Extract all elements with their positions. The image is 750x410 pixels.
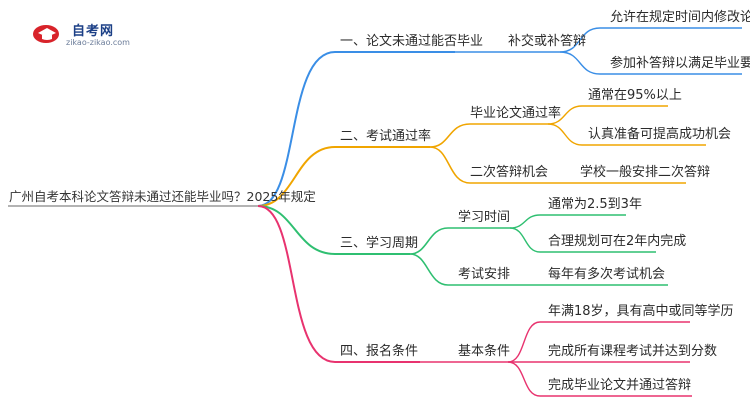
- branch-1-leaf-2: 参加补答辩以满足毕业要求: [610, 56, 750, 71]
- leaf-4-1-curve: [507, 321, 690, 363]
- branch-4-leaf-2: 完成所有课程考试并达到分数: [548, 344, 718, 359]
- branch-3-curve: [257, 205, 410, 255]
- branch-4-label: 四、报名条件: [340, 344, 419, 359]
- sub-3-2-curve: [409, 253, 510, 286]
- branch-3-label: 三、学习周期: [340, 236, 419, 251]
- branch-2-label: 二、考试通过率: [340, 129, 432, 144]
- graduation-cap-icon: [33, 25, 59, 43]
- branch-1-leaf-1: 允许在规定时间内修改论文: [610, 10, 750, 25]
- leaf-4-3-curve: [507, 361, 692, 397]
- branch-4-sub-1: 基本条件: [458, 344, 511, 359]
- leaf-1-1-curve: [559, 27, 742, 53]
- branch-4-curve: [257, 205, 420, 363]
- leaf-2-2-curve: [547, 123, 706, 146]
- branch-2-curve: [257, 146, 430, 207]
- leaf-2-1-curve: [547, 105, 668, 125]
- branch-2-sub-1: 毕业论文通过率: [470, 106, 562, 121]
- branch-1-curve: [257, 51, 455, 207]
- branch-2-leaf-3: 学校一般安排二次答辩: [580, 165, 711, 180]
- branch-4-leaf-1: 年满18岁，具有高中或同等学历: [548, 304, 734, 319]
- sub-3-1-curve: [409, 227, 510, 255]
- branch-3-leaf-3: 每年有多次考试机会: [548, 267, 666, 282]
- branch-1-sub-1: 补交或补答辩: [508, 34, 587, 49]
- branch-2-leaf-1: 通常在95%以上: [588, 88, 682, 103]
- branch-3-leaf-2: 合理规划可在2年内完成: [548, 234, 687, 249]
- root-topic: 广州自考本科论文答辩未通过还能毕业吗？2025年规定: [9, 189, 316, 204]
- logo-url: zikao-zikao.com: [66, 38, 130, 47]
- branch-3-sub-1: 学习时间: [458, 210, 511, 225]
- branch-2-sub-2: 二次答辩机会: [470, 165, 549, 180]
- branch-3-leaf-1: 通常为2.5到3年: [548, 197, 642, 212]
- sub-2-2-curve: [429, 146, 548, 184]
- branch-3-sub-2: 考试安排: [458, 267, 511, 282]
- leaf-3-2-curve: [509, 227, 656, 253]
- branch-2-leaf-2: 认真准备可提高成功机会: [588, 127, 732, 142]
- leaf-1-2-curve: [559, 51, 742, 75]
- logo-name: 自考网: [72, 24, 115, 39]
- branch-4-leaf-3: 完成毕业论文并通过答辩: [548, 378, 692, 393]
- leaf-3-1-curve: [509, 214, 626, 229]
- site-logo: 自考网 zikao-zikao.com: [30, 18, 150, 52]
- sub-2-1-curve: [429, 123, 548, 148]
- branch-1-label: 一、论文未通过能否毕业: [340, 34, 484, 49]
